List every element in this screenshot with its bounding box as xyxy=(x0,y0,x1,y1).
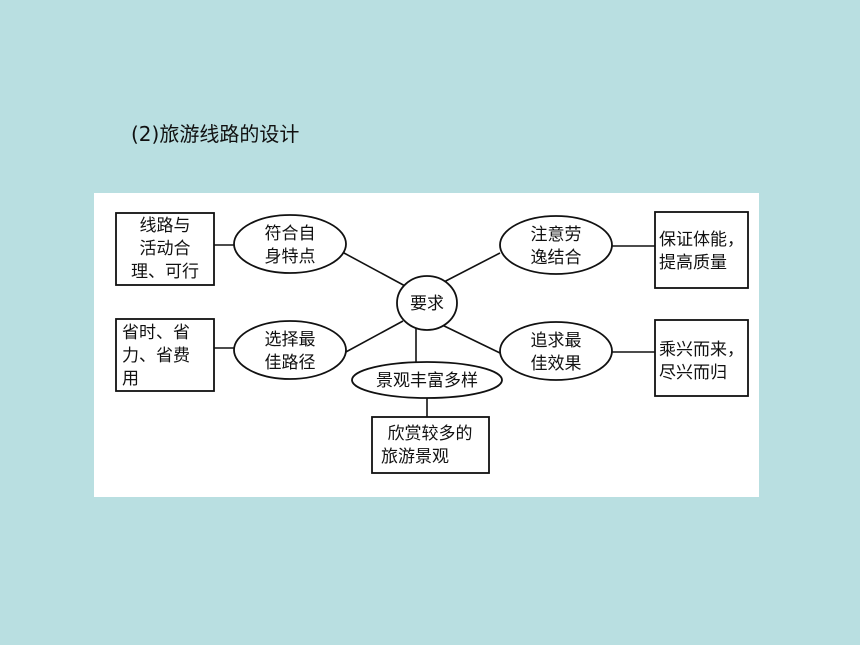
detail-text-line: 尽兴而归 xyxy=(659,363,727,383)
detail-text-line: 省时、省 xyxy=(122,323,190,343)
requirements-diagram: 要求 符合自 身特点 线路与 活动合 理、可行 选择最 佳路径 省时、省 力、省… xyxy=(115,211,749,474)
requirement-label-line: 景观丰富多样 xyxy=(376,371,478,391)
detail-text-line: 保证体能， xyxy=(659,230,744,250)
detail-text-line: 用 xyxy=(122,369,139,389)
connector-center-to-best-route xyxy=(343,320,404,354)
center-node xyxy=(396,275,458,331)
detail-box-best-effect xyxy=(654,319,749,397)
detail-box-best-route xyxy=(115,318,215,392)
requirement-node-rich-scenery xyxy=(351,361,503,399)
diagram-panel: 要求 符合自 身特点 线路与 活动合 理、可行 选择最 佳路径 省时、省 力、省… xyxy=(94,193,759,497)
detail-text-line: 力、省费 xyxy=(122,346,190,366)
section-heading: (2)旅游线路的设计 xyxy=(131,122,300,146)
detail-text-line: 线路与 xyxy=(140,216,191,236)
requirement-label-line: 逸结合 xyxy=(531,248,582,268)
detail-box-fit-traits xyxy=(115,212,215,286)
requirement-node-best-effect xyxy=(499,321,613,381)
detail-text-line: 乘兴而来， xyxy=(659,340,744,360)
detail-box-rich-scenery xyxy=(371,416,490,474)
detail-box-rest-balance xyxy=(654,211,749,289)
connector-center-to-best-effect xyxy=(437,322,501,354)
requirement-node-fit-traits xyxy=(233,214,347,274)
detail-text-line: 活动合 xyxy=(140,239,191,259)
connector-center-to-fit-traits xyxy=(343,252,408,288)
detail-text-line: 理、可行 xyxy=(131,262,199,282)
requirement-label-line: 佳路径 xyxy=(265,353,316,373)
center-node-label: 要求 xyxy=(410,294,444,314)
requirement-label-line: 追求最 xyxy=(531,331,582,351)
detail-text-line: 提高质量 xyxy=(659,253,727,273)
requirement-label-line: 符合自 xyxy=(265,224,316,244)
requirement-label-line: 选择最 xyxy=(265,330,316,350)
requirement-label-line: 身特点 xyxy=(265,247,316,267)
requirement-node-rest-balance xyxy=(499,215,613,275)
requirement-label-line: 注意劳 xyxy=(531,225,582,245)
detail-text-line: 旅游景观 xyxy=(381,447,449,467)
requirement-label-line: 佳效果 xyxy=(531,354,582,374)
detail-text-line: 欣赏较多的 xyxy=(388,424,473,444)
connector-center-to-rest-balance xyxy=(437,252,501,286)
requirement-node-best-route xyxy=(233,320,347,380)
